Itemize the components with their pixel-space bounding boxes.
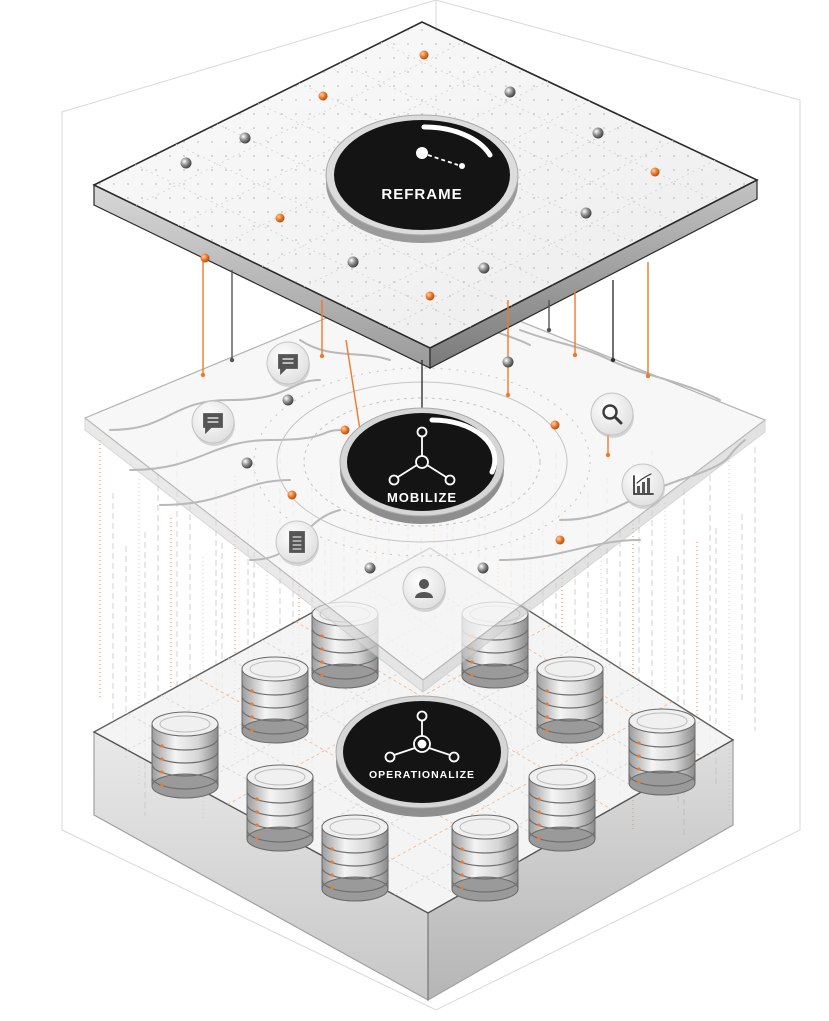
grey-node-sphere bbox=[180, 157, 192, 169]
database-cylinder bbox=[241, 656, 309, 744]
grey-node-sphere bbox=[239, 132, 251, 144]
orange-node-sphere bbox=[340, 425, 350, 435]
circuit-trace-1 bbox=[129, 429, 341, 471]
search-bubble bbox=[590, 392, 634, 438]
database-cylinder bbox=[451, 814, 519, 902]
bar-chart-bubble bbox=[621, 463, 665, 509]
chat-bubble-bubble bbox=[266, 341, 310, 387]
orange-node-sphere bbox=[550, 420, 560, 430]
operationalize-label: OPERATIONALIZE bbox=[369, 769, 475, 781]
circuit-trace-5 bbox=[559, 439, 746, 521]
grey-node-sphere bbox=[504, 86, 516, 98]
chat-bubble-left-icon bbox=[203, 413, 223, 435]
layer-connectors bbox=[200, 262, 651, 458]
circuit-trace-7 bbox=[299, 339, 391, 361]
orange-node-sphere bbox=[555, 535, 565, 545]
database-cylinder bbox=[321, 814, 389, 902]
grey-node-sphere bbox=[592, 127, 604, 139]
single-node-icon bbox=[416, 147, 465, 169]
grey-node-sphere bbox=[478, 262, 490, 274]
chat-bubble-icon bbox=[278, 354, 298, 376]
grey-node-sphere bbox=[282, 394, 294, 406]
connector-line-3 bbox=[345, 339, 361, 431]
database-cylinder bbox=[151, 711, 219, 799]
node-spheres bbox=[180, 50, 660, 574]
circuit-trace-2 bbox=[159, 479, 291, 506]
orange-node-sphere bbox=[200, 253, 210, 263]
database-cylinder bbox=[536, 656, 604, 744]
tri-node-icon bbox=[388, 426, 456, 486]
grey-node-sphere bbox=[241, 457, 253, 469]
icon-bubbles bbox=[191, 341, 665, 612]
circuit-trace-6 bbox=[499, 539, 641, 561]
reframe-badge: REFRAME bbox=[325, 114, 519, 243]
orange-node-sphere bbox=[318, 91, 328, 101]
orange-node-sphere bbox=[425, 291, 435, 301]
database-cylinder bbox=[528, 764, 596, 852]
operationalize-badge: OPERATIONALIZE bbox=[335, 695, 509, 817]
grey-node-sphere bbox=[347, 256, 359, 268]
orange-node-sphere bbox=[287, 490, 297, 500]
user-icon bbox=[415, 579, 433, 598]
orange-node-sphere bbox=[275, 213, 285, 223]
search-icon bbox=[602, 404, 623, 425]
database-cylinder bbox=[246, 764, 314, 852]
mobilize-badge: MOBILIZE bbox=[339, 407, 505, 524]
mobilize-label: MOBILIZE bbox=[387, 490, 457, 505]
chat-bubble-left-bubble bbox=[191, 400, 235, 446]
grey-node-sphere bbox=[502, 356, 514, 368]
document-bubble bbox=[275, 520, 319, 566]
bar-chart-icon bbox=[633, 473, 654, 495]
database-cylinder bbox=[628, 708, 696, 796]
orange-node-sphere bbox=[650, 167, 660, 177]
grey-node-sphere bbox=[580, 207, 592, 219]
reframe-label: REFRAME bbox=[381, 186, 462, 203]
user-bubble bbox=[402, 566, 446, 612]
grey-node-sphere bbox=[364, 562, 376, 574]
orange-node-sphere bbox=[419, 50, 429, 60]
hub-node-icon bbox=[384, 710, 460, 763]
grey-node-sphere bbox=[477, 562, 489, 574]
circuit-trace-4 bbox=[519, 329, 721, 401]
document-icon bbox=[289, 531, 305, 553]
